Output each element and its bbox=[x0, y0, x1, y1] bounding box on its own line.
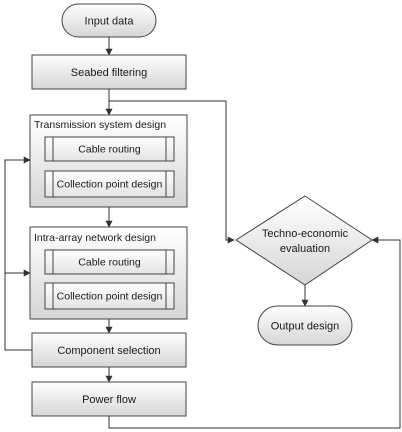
transmission-cable-routing-process: Cable routing bbox=[44, 136, 175, 162]
evaluation-label-line1: Techno-economic bbox=[262, 228, 349, 240]
transmission-design-title: Transmission system design bbox=[34, 119, 166, 131]
output-node: Output design bbox=[257, 305, 353, 346]
connectors bbox=[4, 37, 401, 429]
output-node-label: Output design bbox=[271, 321, 340, 333]
transmission-collection-point-label: Collection point design bbox=[57, 179, 163, 191]
intra-collection-point-label: Collection point design bbox=[57, 291, 163, 303]
transmission-cable-routing-label: Cable routing bbox=[78, 144, 141, 156]
seabed-filtering-node: Seabed filtering bbox=[31, 54, 187, 90]
power-flow-node: Power flow bbox=[31, 381, 187, 417]
intra-collection-point-process: Collection point design bbox=[44, 282, 175, 310]
evaluation-decision-node: Techno-economic evaluation bbox=[235, 195, 373, 286]
intra-array-design-title: Intra-array network design bbox=[34, 232, 156, 244]
arrow-junction-to-evaluation bbox=[109, 100, 235, 244]
component-selection-label: Component selection bbox=[57, 345, 160, 357]
start-node-label: Input data bbox=[85, 16, 135, 28]
transmission-design-group: Transmission system design Cable routing… bbox=[29, 114, 188, 208]
intra-cable-routing-label: Cable routing bbox=[78, 257, 141, 269]
arrow-powerflow-to-evaluation bbox=[108, 236, 401, 429]
power-flow-label: Power flow bbox=[82, 394, 136, 406]
component-selection-node: Component selection bbox=[31, 332, 187, 368]
evaluation-label-line2: evaluation bbox=[280, 243, 330, 255]
start-node: Input data bbox=[61, 3, 157, 38]
intra-cable-routing-process: Cable routing bbox=[44, 249, 175, 275]
transmission-collection-point-process: Collection point design bbox=[44, 170, 175, 198]
arrow-feedback-to-transmission bbox=[4, 156, 32, 351]
seabed-filtering-label: Seabed filtering bbox=[71, 67, 147, 79]
intra-array-design-group: Intra-array network design Cable routing… bbox=[29, 226, 188, 320]
